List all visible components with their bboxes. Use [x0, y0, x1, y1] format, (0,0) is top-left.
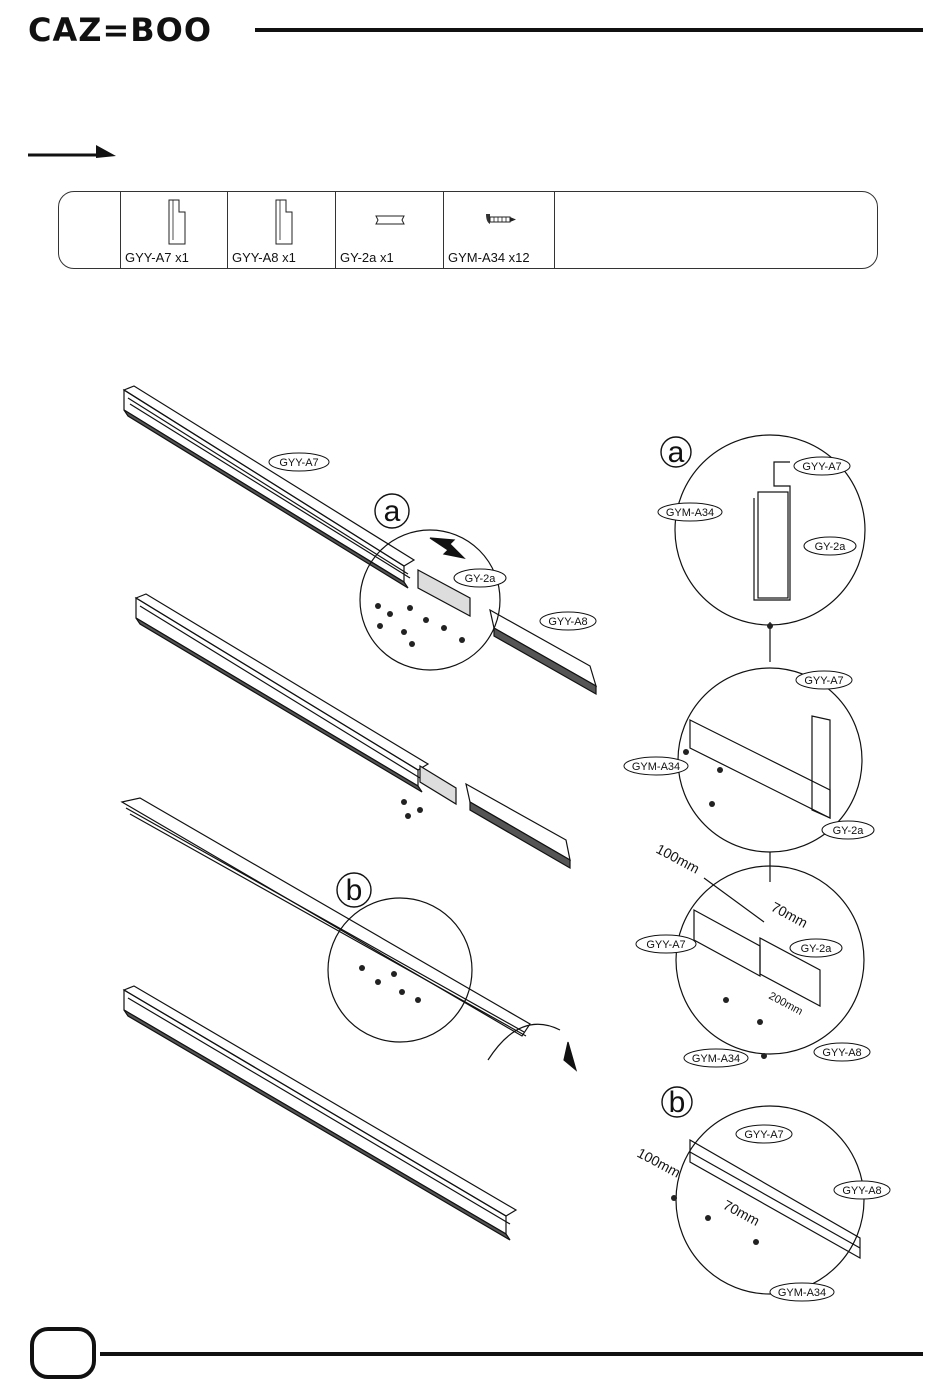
callout-gy-2a: GY-2a	[833, 825, 865, 837]
callout-gym-a34: GYM-A34	[632, 761, 680, 773]
dimension-100mm: 100mm	[654, 841, 703, 877]
part-label: GYM-A34 x12	[448, 250, 530, 265]
callout-gyy-a7: GYY-A7	[804, 675, 843, 687]
detail-marker-b: b	[346, 874, 363, 907]
connector-plate-icon	[336, 192, 444, 252]
screw-icon	[444, 192, 554, 252]
part-cell-gym-a34: GYM-A34 x12	[443, 192, 555, 268]
callout-gyy-a7: GYY-A7	[646, 939, 685, 951]
bracket-icon	[121, 192, 228, 252]
detail-marker-a-right: a	[668, 436, 685, 469]
callout-gyy-a8: GYY-A8	[822, 1047, 861, 1059]
parts-list: GYY-A7 x1 GYY-A8 x1 GY-2a x1 GYM-A34 x12	[58, 191, 878, 269]
footer-rule	[100, 1352, 923, 1356]
brand-logo: CAZ=BOO	[28, 12, 212, 48]
header-rule	[255, 28, 923, 32]
detail-marker-a: a	[384, 495, 401, 528]
callout-gyy-a7: GYY-A7	[279, 457, 318, 469]
callout-gy-2a: GY-2a	[801, 943, 833, 955]
callout-gym-a34: GYM-A34	[666, 507, 714, 519]
step-arrow-icon	[28, 140, 118, 164]
detail-marker-b-right: b	[669, 1086, 686, 1119]
detail-a-dimension-circle	[676, 866, 864, 1054]
part-label: GYY-A8 x1	[232, 250, 296, 265]
bracket-icon	[228, 192, 336, 252]
beam-assembly-4	[124, 986, 516, 1240]
dimension-70mm: 70mm	[769, 899, 811, 931]
part-cell-gy-2a: GY-2a x1	[335, 192, 444, 268]
beam-gyy-a7	[124, 386, 414, 588]
part-cell-gyy-a8: GYY-A8 x1	[227, 192, 336, 268]
callout-gy-2a: GY-2a	[465, 573, 497, 585]
page-number-box	[30, 1327, 96, 1379]
callout-gym-a34: GYM-A34	[692, 1053, 740, 1065]
dimension-70mm: 70mm	[721, 1197, 763, 1229]
callout-gy-2a: GY-2a	[815, 541, 847, 553]
dimension-100mm: 100mm	[635, 1145, 684, 1181]
part-label: GYY-A7 x1	[125, 250, 189, 265]
part-label: GY-2a x1	[340, 250, 394, 265]
part-cell-gyy-a7: GYY-A7 x1	[120, 192, 228, 268]
callout-gyy-a8: GYY-A8	[548, 616, 587, 628]
callout-gyy-a7: GYY-A7	[744, 1129, 783, 1141]
assembly-diagram: a b a b GYY-A7 GY-2a GYY-A8 GYY-A7 GYM-A…	[0, 370, 950, 1310]
callout-gyy-a7: GYY-A7	[802, 461, 841, 473]
callout-gym-a34: GYM-A34	[778, 1287, 826, 1299]
callout-gyy-a8: GYY-A8	[842, 1185, 881, 1197]
